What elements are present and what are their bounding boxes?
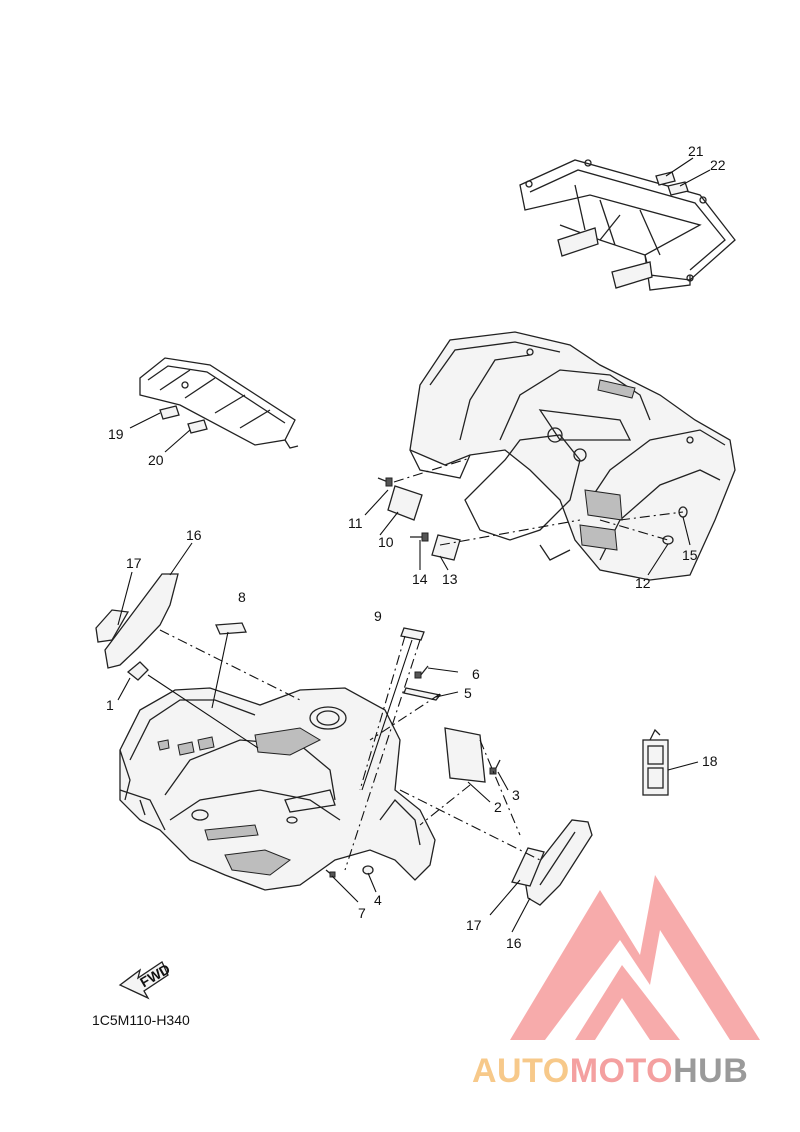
callout-20: 20 xyxy=(148,452,164,468)
callout-2: 2 xyxy=(494,799,502,815)
small-decal-17-rear xyxy=(511,847,545,887)
label-decal-20 xyxy=(187,419,208,434)
reflector-plate-13 xyxy=(431,534,461,561)
decal-9 xyxy=(400,627,425,641)
mud-flap-2 xyxy=(444,727,486,783)
callout-14: 14 xyxy=(412,571,428,587)
screw-7 xyxy=(325,869,336,878)
callout-4: 4 xyxy=(374,892,382,908)
watermark-moto: MOTO xyxy=(570,1052,673,1090)
callout-1: 1 xyxy=(106,697,114,713)
front-fender xyxy=(119,687,436,891)
label-decal-22 xyxy=(667,181,689,196)
callout-16-front: 16 xyxy=(186,527,202,543)
watermark-hub: HUB xyxy=(673,1052,748,1090)
rear-carrier xyxy=(519,159,736,291)
callout-17-front: 17 xyxy=(126,555,142,571)
callout-18: 18 xyxy=(702,753,718,769)
callout-7: 7 xyxy=(358,905,366,921)
callout-11: 11 xyxy=(348,515,363,531)
washer-4 xyxy=(362,865,374,875)
watermark-auto: AUTO xyxy=(472,1052,570,1090)
fwd-arrow-icon: FWD xyxy=(118,960,173,1000)
emblem-1 xyxy=(126,661,149,681)
callout-21: 21 xyxy=(688,143,704,159)
callout-10: 10 xyxy=(378,534,394,550)
callout-5: 5 xyxy=(464,685,472,701)
callout-6: 6 xyxy=(472,666,480,682)
rivet-11 xyxy=(377,477,393,487)
callout-22: 22 xyxy=(710,157,726,173)
callout-19: 19 xyxy=(108,426,124,442)
fwd-label: FWD xyxy=(137,960,173,990)
callout-3: 3 xyxy=(512,787,520,803)
callout-9: 9 xyxy=(374,608,382,624)
callout-17-rear: 17 xyxy=(466,917,482,933)
label-decal-21 xyxy=(655,171,676,186)
front-carrier xyxy=(139,357,299,449)
label-decal-19 xyxy=(159,405,180,420)
washer-12 xyxy=(662,535,674,545)
bracket-5 xyxy=(403,687,442,701)
caution-label-18 xyxy=(642,728,669,796)
svg-text:AUTOMOTOHUB: AUTOMOTOHUB xyxy=(472,1052,748,1090)
watermark-logo-icon xyxy=(510,875,760,1040)
rear-fender xyxy=(409,331,736,581)
side-decal-16-front xyxy=(104,573,179,669)
callout-8: 8 xyxy=(238,589,246,605)
callout-12: 12 xyxy=(635,575,651,591)
decal-8 xyxy=(215,622,247,635)
callout-15: 15 xyxy=(682,547,698,563)
callout-13: 13 xyxy=(442,571,458,587)
rivet-14 xyxy=(410,532,429,542)
screw-3 xyxy=(489,759,501,775)
watermark-text: AUTOMOTOHUB xyxy=(472,1052,748,1090)
reflector-plate-10 xyxy=(387,485,423,521)
diagram-code: 1C5M110-H340 xyxy=(92,1012,190,1028)
callout-16-rear: 16 xyxy=(506,935,522,951)
screw-6 xyxy=(414,665,429,679)
